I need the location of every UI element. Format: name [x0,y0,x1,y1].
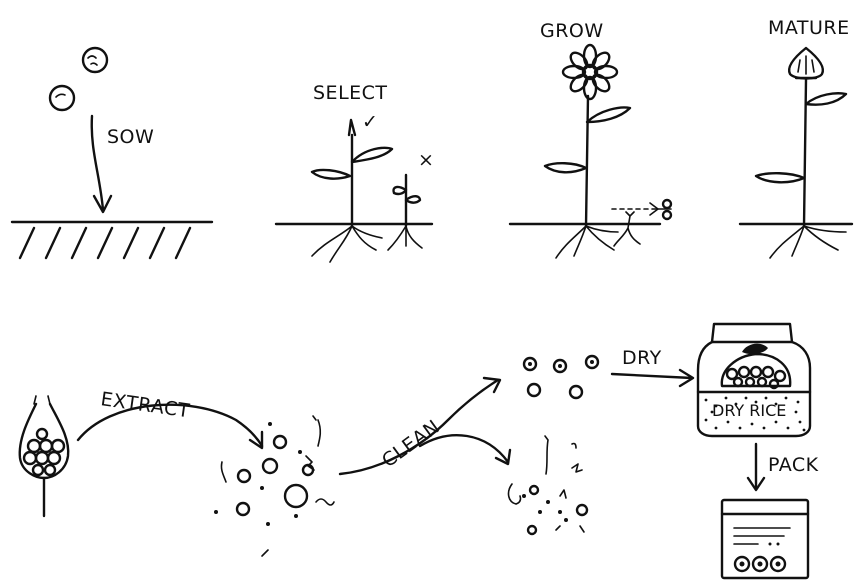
stage-select: SELECT ✓ × [274,82,434,263]
seed-head [787,46,825,80]
stage-sow: SOW [10,46,214,260]
weed-sprout [613,211,641,247]
seed-lower [48,84,76,112]
label-pack: PACK [768,454,819,476]
clean-seeds [522,354,600,400]
label-clean: CLEAN [378,416,444,472]
label-select: SELECT [313,82,388,104]
rejected-seedling: × [387,149,434,251]
label-dry: DRY [622,347,662,369]
cross-mark: × [418,149,434,171]
extracted-mixture [214,415,335,557]
selected-plant [310,118,394,263]
label-grow: GROW [540,20,604,42]
label-mature: MATURE [768,17,850,39]
extract-step: EXTRACT [76,388,264,450]
sow-arrow [90,114,105,212]
label-dry-rice: DRY RICE [712,401,786,420]
dry-step: DRY [610,347,695,388]
rice-speckles [704,396,806,432]
chaff-arrow [418,434,510,464]
clean-step: CLEAN [338,376,512,476]
pack-step: PACK [746,442,819,492]
scissors-icon [657,198,673,221]
seed-pod [18,395,70,518]
seed-packet [720,498,810,580]
label-sow: SOW [107,126,154,148]
stage-mature: MATURE [738,17,854,259]
chaff-pile [507,435,589,536]
flower-head [561,43,619,101]
drying-jar: DRY RICE [696,322,812,438]
soil-hatching [18,226,192,260]
stage-grow: GROW [508,20,673,259]
extract-arrow [76,403,264,448]
check-mark: ✓ [362,111,378,133]
clean-arrow [338,378,500,476]
seed-bundle [720,343,792,390]
dry-arrow [610,372,694,380]
seed-upper [81,46,109,74]
